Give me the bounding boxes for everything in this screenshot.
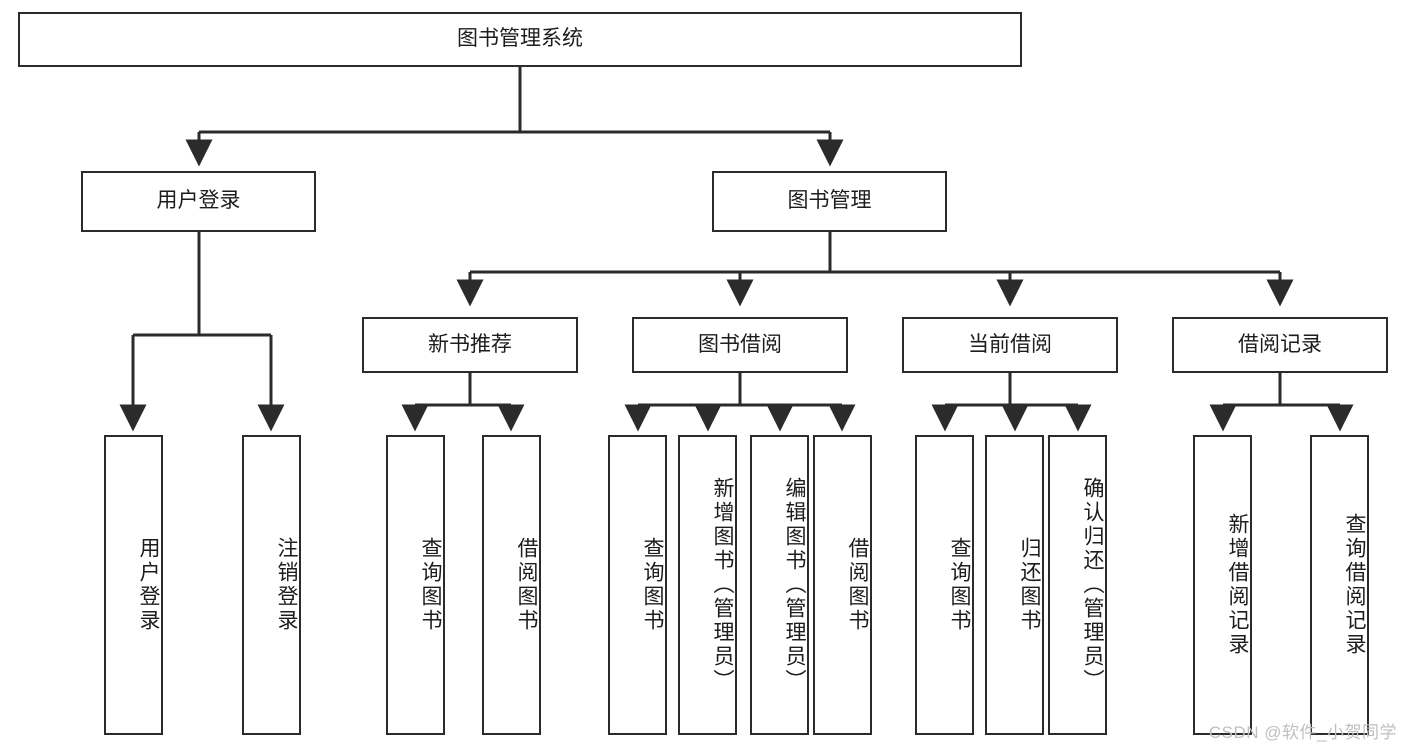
leaf-user-login-1[interactable]: 用户登录 <box>104 435 163 735</box>
leaf-book-borrow-2[interactable]: 新增图书（管理员） <box>678 435 737 735</box>
leaf-label: 借阅图书 <box>515 537 538 633</box>
leaf-label: 注销登录 <box>275 537 298 633</box>
node-new-book-recommend[interactable]: 新书推荐 <box>362 317 578 373</box>
node-user-login-label: 用户登录 <box>156 189 241 213</box>
leaf-new-book-1[interactable]: 查询图书 <box>386 435 445 735</box>
node-book-borrow-label: 图书借阅 <box>698 332 782 356</box>
leaf-current-borrow-3[interactable]: 确认归还（管理员） <box>1048 435 1107 735</box>
node-root-label: 图书管理系统 <box>457 27 583 51</box>
node-book-manage[interactable]: 图书管理 <box>712 171 947 232</box>
leaf-label: 用户登录 <box>137 537 160 633</box>
leaf-current-borrow-1[interactable]: 查询图书 <box>915 435 974 735</box>
leaf-label: 借阅图书 <box>846 537 869 633</box>
leaf-label: 查询图书 <box>948 537 971 633</box>
node-root[interactable]: 图书管理系统 <box>18 12 1022 67</box>
leaf-label: 编辑图书（管理员） <box>783 477 806 693</box>
leaf-label: 新增借阅记录 <box>1226 513 1249 657</box>
leaf-current-borrow-2[interactable]: 归还图书 <box>985 435 1044 735</box>
csdn-watermark: CSDN @软件_小贺同学 <box>1208 723 1397 742</box>
leaf-new-book-2[interactable]: 借阅图书 <box>482 435 541 735</box>
node-book-borrow[interactable]: 图书借阅 <box>632 317 848 373</box>
leaf-label: 查询图书 <box>419 537 442 633</box>
leaf-label: 确认归还（管理员） <box>1081 477 1104 693</box>
leaf-book-borrow-3[interactable]: 编辑图书（管理员） <box>750 435 809 735</box>
node-user-login[interactable]: 用户登录 <box>81 171 316 232</box>
leaf-label: 新增图书（管理员） <box>711 477 734 693</box>
node-borrow-record[interactable]: 借阅记录 <box>1172 317 1388 373</box>
leaf-label: 查询借阅记录 <box>1343 513 1366 657</box>
node-borrow-record-label: 借阅记录 <box>1238 332 1322 356</box>
node-new-book-recommend-label: 新书推荐 <box>428 332 512 356</box>
leaf-label: 归还图书 <box>1018 537 1041 633</box>
leaf-borrow-record-2[interactable]: 查询借阅记录 <box>1310 435 1369 735</box>
leaf-label: 查询图书 <box>641 537 664 633</box>
node-current-borrow[interactable]: 当前借阅 <box>902 317 1118 373</box>
leaf-user-login-2[interactable]: 注销登录 <box>242 435 301 735</box>
node-book-manage-label: 图书管理 <box>787 189 872 213</box>
node-current-borrow-label: 当前借阅 <box>968 332 1052 356</box>
leaf-borrow-record-1[interactable]: 新增借阅记录 <box>1193 435 1252 735</box>
leaf-book-borrow-1[interactable]: 查询图书 <box>608 435 667 735</box>
leaf-book-borrow-4[interactable]: 借阅图书 <box>813 435 872 735</box>
